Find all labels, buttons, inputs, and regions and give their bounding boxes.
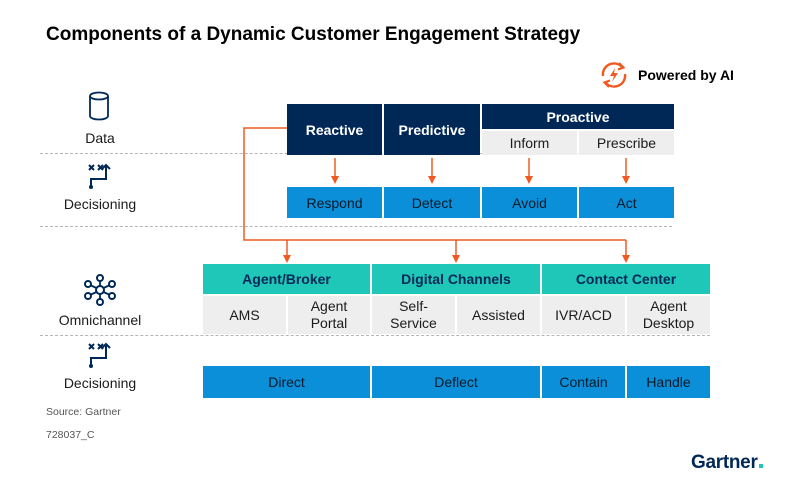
powered-by-label: Powered by AI <box>638 67 734 83</box>
digital-channels-header: Digital Channels <box>372 264 540 294</box>
prescribe-box: Prescribe <box>579 131 674 155</box>
row-label-decisioning-bottom: Decisioning <box>63 375 137 391</box>
divider-2 <box>40 226 672 227</box>
decision-path-icon <box>88 163 111 189</box>
agent-portal-box: Agent Portal <box>288 296 370 334</box>
decision-path-icon <box>88 342 111 368</box>
row-label-decisioning-top: Decisioning <box>63 196 137 212</box>
act-box: Act <box>579 187 674 218</box>
predictive-box: Predictive <box>384 104 480 155</box>
powered-by-ai: Powered by AI <box>598 60 734 90</box>
database-icon <box>89 91 109 121</box>
figure-id: 728037_C <box>46 429 95 441</box>
ams-box: AMS <box>203 296 286 334</box>
handle-box: Handle <box>627 366 710 398</box>
ai-refresh-lightning-icon <box>601 62 627 88</box>
proactive-box: Proactive <box>482 104 674 129</box>
inform-box: Inform <box>482 131 577 155</box>
gartner-logo: Gartner <box>691 452 763 474</box>
detect-box: Detect <box>384 187 480 218</box>
page-title: Components of a Dynamic Customer Engagem… <box>46 24 581 45</box>
assisted-box: Assisted <box>457 296 540 334</box>
logo-text: Gartner <box>691 452 758 473</box>
deflect-box: Deflect <box>372 366 540 398</box>
connector-line <box>243 127 626 241</box>
contain-box: Contain <box>542 366 625 398</box>
avoid-box: Avoid <box>482 187 577 218</box>
agent-desktop-box: Agent Desktop <box>627 296 710 334</box>
direct-box: Direct <box>203 366 370 398</box>
row-label-omnichannel: Omnichannel <box>58 312 142 328</box>
reactive-box: Reactive <box>287 104 382 155</box>
source-note: Source: Gartner <box>46 406 121 418</box>
agent-broker-header: Agent/Broker <box>203 264 370 294</box>
ivr-acd-box: IVR/ACD <box>542 296 625 334</box>
row-label-data: Data <box>85 130 115 146</box>
contact-center-header: Contact Center <box>542 264 710 294</box>
network-nodes-icon <box>84 274 116 306</box>
logo-dot <box>758 464 763 468</box>
respond-box: Respond <box>287 187 382 218</box>
self-service-box: Self-Service <box>372 296 455 334</box>
divider-3 <box>40 335 710 336</box>
